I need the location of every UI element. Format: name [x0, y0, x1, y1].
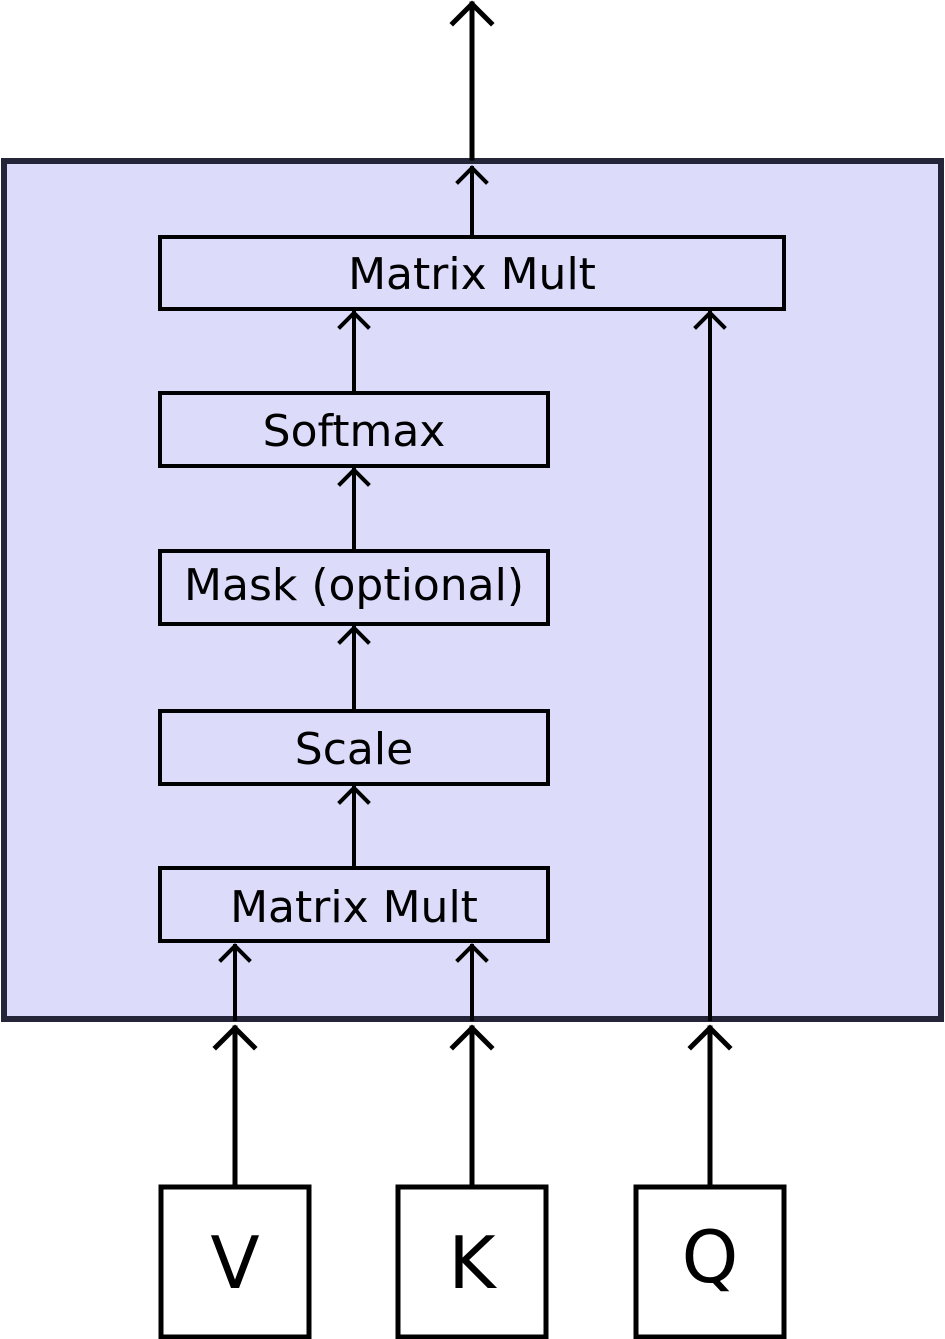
v-input-label: V: [210, 1221, 259, 1305]
matmul-top-output-arrow: [455, 165, 489, 239]
v-input-arrow: [212, 1024, 258, 1188]
softmax-to-matmul-arrow: [337, 310, 371, 395]
mask-block: Mask (optional): [158, 549, 550, 626]
q-input-arrow: [687, 1024, 733, 1188]
mask-label: Mask (optional): [184, 560, 524, 611]
matmul-top-block: Matrix Mult: [158, 235, 786, 311]
v-input-box: V: [158, 1184, 312, 1339]
scale-block: Scale: [158, 709, 550, 786]
scale-to-mask-arrow: [337, 625, 371, 713]
q-input-label: Q: [682, 1215, 739, 1299]
k-input-label: K: [448, 1221, 497, 1305]
softmax-label: Softmax: [263, 406, 446, 457]
k-inner-arrow: [455, 943, 489, 1021]
v-inner-arrow: [218, 943, 252, 1021]
scale-label: Scale: [295, 724, 413, 775]
matmul-bottom-block: Matrix Mult: [158, 866, 550, 943]
output-arrow: [449, 0, 495, 161]
mask-to-softmax-arrow: [337, 467, 371, 553]
q-inner-arrow: [693, 310, 727, 1021]
matmul-top-label: Matrix Mult: [348, 249, 596, 300]
matmul-bottom-label: Matrix Mult: [230, 882, 478, 933]
k-input-box: K: [395, 1184, 549, 1339]
softmax-block: Softmax: [158, 391, 550, 468]
k-input-arrow: [449, 1024, 495, 1188]
q-input-box: Q: [633, 1184, 787, 1339]
matmul-to-scale-arrow: [337, 785, 371, 870]
